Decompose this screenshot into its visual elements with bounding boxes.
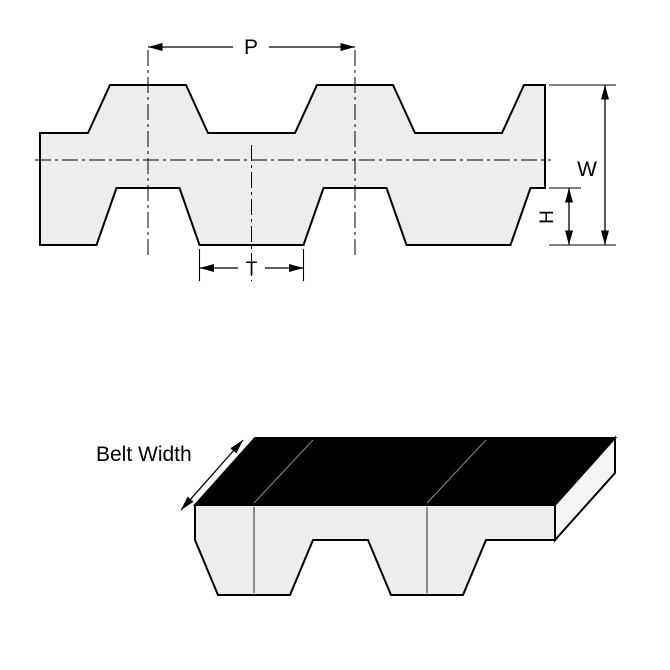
belt-3d-front-face [194,504,556,596]
belt-cross-section [39,84,546,246]
t-label: T [246,259,258,280]
w-label: W [577,158,597,181]
top-face-centerline-2 [426,439,487,504]
belt-width-label: Belt Width [96,443,192,466]
p-label: P [244,36,258,59]
belt-3d-top-face [192,437,618,506]
top-face-centerline-1 [253,439,314,504]
belt-width-arrow [180,439,244,511]
h-label: H [537,210,558,224]
